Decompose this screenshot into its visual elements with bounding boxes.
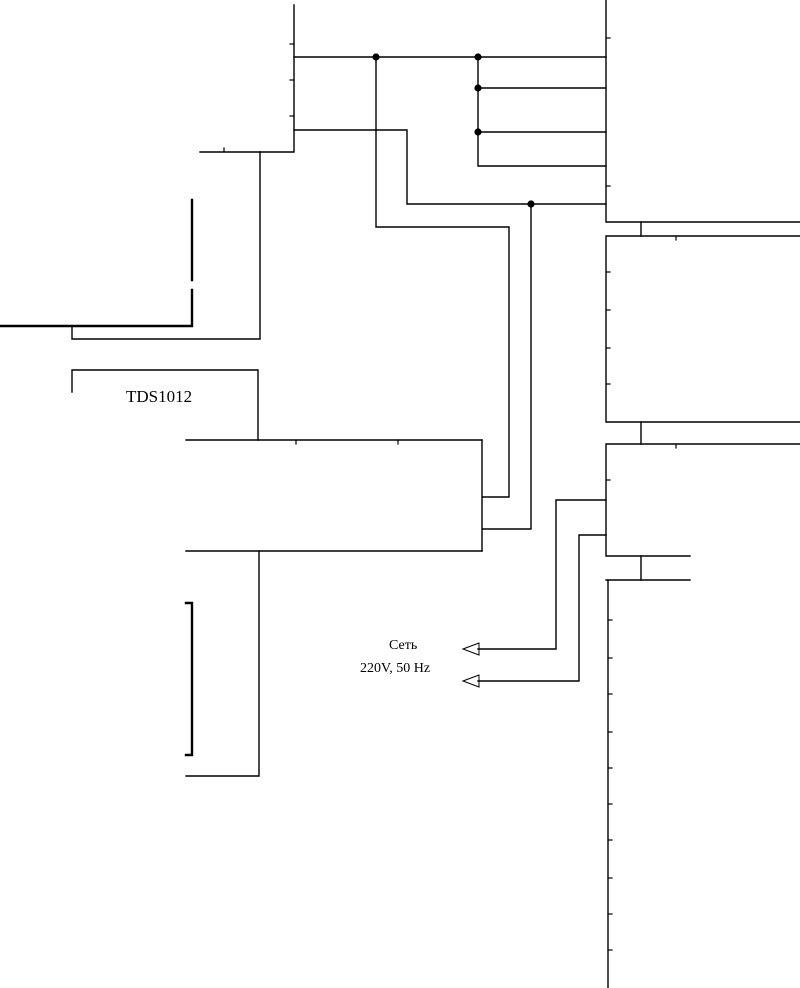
oscilloscope-label: TDS1012 [126,387,192,406]
junction-dot [372,53,380,61]
junction-dot [527,200,535,208]
block-lower-left [184,550,260,777]
mains-label-line1: Сеть [389,638,417,653]
block-right-3 [605,443,800,581]
block-top-left [199,4,295,153]
oscilloscope-block [71,369,483,552]
rail-right-bottom [607,579,613,988]
junction-dot [474,128,482,136]
mains-label-line2: 220V, 50 Hz [360,661,430,676]
block-right-2 [605,235,800,445]
connector-left-rail [0,151,261,340]
arrow-left-icon [461,674,480,688]
junction-dot [474,53,482,61]
arrow-left-icon [461,642,480,656]
mains-wiring [461,499,607,688]
junction-dot [474,84,482,92]
bus-top [293,53,607,530]
block-right-1 [605,0,800,237]
